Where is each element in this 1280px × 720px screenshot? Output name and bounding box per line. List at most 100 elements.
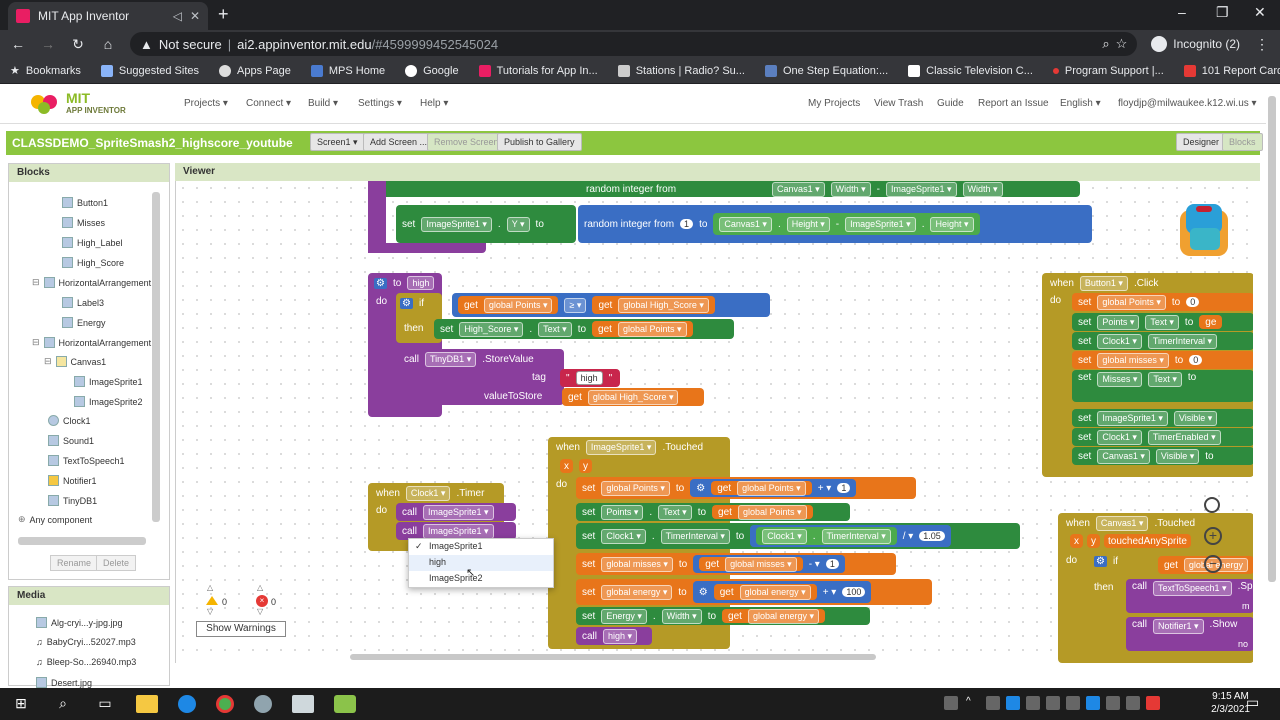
chrome-icon[interactable] [216,695,234,713]
tree-item[interactable]: High_Label [62,237,123,248]
backpack-icon[interactable] [1172,200,1236,260]
show-hidden-icon[interactable]: ^ [966,696,971,707]
task-view-icon[interactable]: ▭ [98,695,112,711]
close-window-icon[interactable]: ✕ [1254,4,1266,20]
call-sprite-block-selected[interactable]: call ImageSprite1 ▾ [396,522,516,540]
media-item[interactable]: ♫Bleep-So...26940.mp3 [36,657,137,667]
tree-item[interactable]: ImageSprite2 [74,396,143,407]
edge-icon[interactable] [178,695,196,713]
recenter-icon[interactable] [1204,497,1220,513]
show-warnings-button[interactable]: Show Warnings [196,621,286,637]
gear-icon[interactable]: ⚙ [698,586,708,598]
tree-item[interactable]: Button1 [62,197,108,208]
error-next-arrow-icon[interactable]: ▽ [257,607,264,616]
bookmark-star-icon[interactable]: ☆ [1115,36,1128,51]
network-icon[interactable] [1046,696,1060,710]
publish-gallery-button[interactable]: Publish to Gallery [497,133,582,151]
media-item[interactable]: Alg-cryi...y-jpg.jpg [36,617,123,628]
dropdown-option[interactable]: high [409,555,553,571]
tree-vscrollbar[interactable] [152,192,160,522]
tray-icon[interactable] [1146,696,1160,710]
app-icon[interactable] [254,695,272,713]
bookmark-item[interactable]: Apps Page [219,64,291,77]
call-high-block[interactable]: call high ▾ [576,627,652,645]
volume-icon[interactable] [1106,696,1120,710]
bluetooth-icon[interactable] [1006,696,1020,710]
menu-icon[interactable]: ⋮ [1255,35,1269,52]
get-high-score-block[interactable]: get global High_Score ▾ [562,388,704,406]
bookmark-item[interactable]: Classic Television C... [908,64,1033,77]
tree-item[interactable]: ⊕Any component [18,514,93,525]
forward-icon[interactable]: → [41,36,55,52]
gear-icon[interactable]: ⚙ [400,297,413,309]
dropdown-option[interactable]: ✓ImageSprite1 [415,541,483,551]
notifications-icon[interactable]: ▭ [1246,694,1260,710]
minimize-icon[interactable]: – [1178,4,1186,20]
rename-button[interactable]: Rename [50,555,99,571]
account-menu[interactable]: floydjp@milwaukee.k12.wi.us ▾ [1118,98,1257,109]
text-block[interactable]: "high" [560,369,620,387]
zoom-icon[interactable]: ⌕ [1102,36,1110,51]
tree-item[interactable]: Sound1 [48,435,94,446]
zoom-out-icon[interactable]: − [1204,555,1222,573]
tree-item[interactable]: Notifier1 [48,475,97,486]
set-high-score-block[interactable]: set High_Score ▾ . Text ▾ to get global … [434,319,734,339]
bookmark-item[interactable]: Tutorials for App In... [478,64,598,77]
set-timer-interval-block[interactable]: set Clock1 ▾ . TimerInterval ▾ to Clock1… [576,523,1020,549]
report-issue-link[interactable]: Report an Issue [978,98,1049,109]
error-prev-arrow-icon[interactable]: △ [257,583,264,592]
expand-icon[interactable]: ⊕ [18,514,26,524]
tree-item[interactable]: Energy [62,317,106,328]
incognito-indicator[interactable]: Incognito (2) [1151,36,1240,52]
screen-select[interactable]: Screen1 ▾ [310,133,365,151]
add-screen-button[interactable]: Add Screen ... [363,133,435,151]
close-tab-icon[interactable]: ✕ [189,9,200,23]
new-tab-icon[interactable]: + [218,4,229,24]
file-explorer-icon[interactable] [136,695,158,713]
url-input[interactable]: ▲ Not secure | ai2.appinventor.mit.edu/#… [130,32,1138,56]
tray-icon[interactable] [1026,696,1040,710]
browser-tab[interactable]: MIT App Inventor ◁ ✕ [8,2,208,30]
reload-icon[interactable]: ↻ [72,35,84,52]
dropdown-option[interactable]: ImageSprite2 [429,573,483,583]
page-vscrollbar[interactable] [1268,96,1276,582]
bookmark-item[interactable]: ★Bookmarks [10,64,81,78]
menu-connect[interactable]: Connect ▾ [246,98,292,109]
tree-item[interactable]: Label3 [62,297,104,308]
volume-icon[interactable] [1126,696,1140,710]
tree-item[interactable]: ⊟HorizontalArrangement [32,337,152,348]
bookmark-item[interactable]: Google [405,64,459,77]
gear-icon[interactable]: ⚙ [696,482,706,494]
set-sprite-x-block-partial[interactable]: random integer from Canvas1 ▾ Width ▾ - … [368,181,1080,197]
call-storevalue-block[interactable] [396,349,564,405]
menu-help[interactable]: Help ▾ [420,98,449,109]
random-integer-block[interactable]: random integer from 1 to Canvas1 ▾ . Hei… [578,205,1092,243]
media-item[interactable]: ♫BabyCryi...52027.mp3 [36,637,136,647]
bookmark-item[interactable]: Suggested Sites [100,64,199,77]
search-icon[interactable]: ⌕ [59,695,67,711]
view-trash-link[interactable]: View Trash [874,98,924,109]
tree-item[interactable]: ⊟Canvas1 [44,356,107,367]
tree-item[interactable]: ⊟HorizontalArrangement [32,277,152,288]
blocks-workspace[interactable]: random integer from Canvas1 ▾ Width ▾ - … [175,181,1253,663]
bookmark-item[interactable]: Program Support |... [1052,65,1164,77]
collapse-icon[interactable]: ⊟ [32,337,40,347]
collapse-icon[interactable]: ⊟ [32,277,40,287]
my-projects-link[interactable]: My Projects [808,98,861,109]
windows-start-icon[interactable]: ⊞ [15,695,27,711]
tree-item[interactable]: TextToSpeech1 [48,455,125,466]
menu-settings[interactable]: Settings ▾ [358,98,402,109]
tray-icon[interactable] [986,696,1000,710]
